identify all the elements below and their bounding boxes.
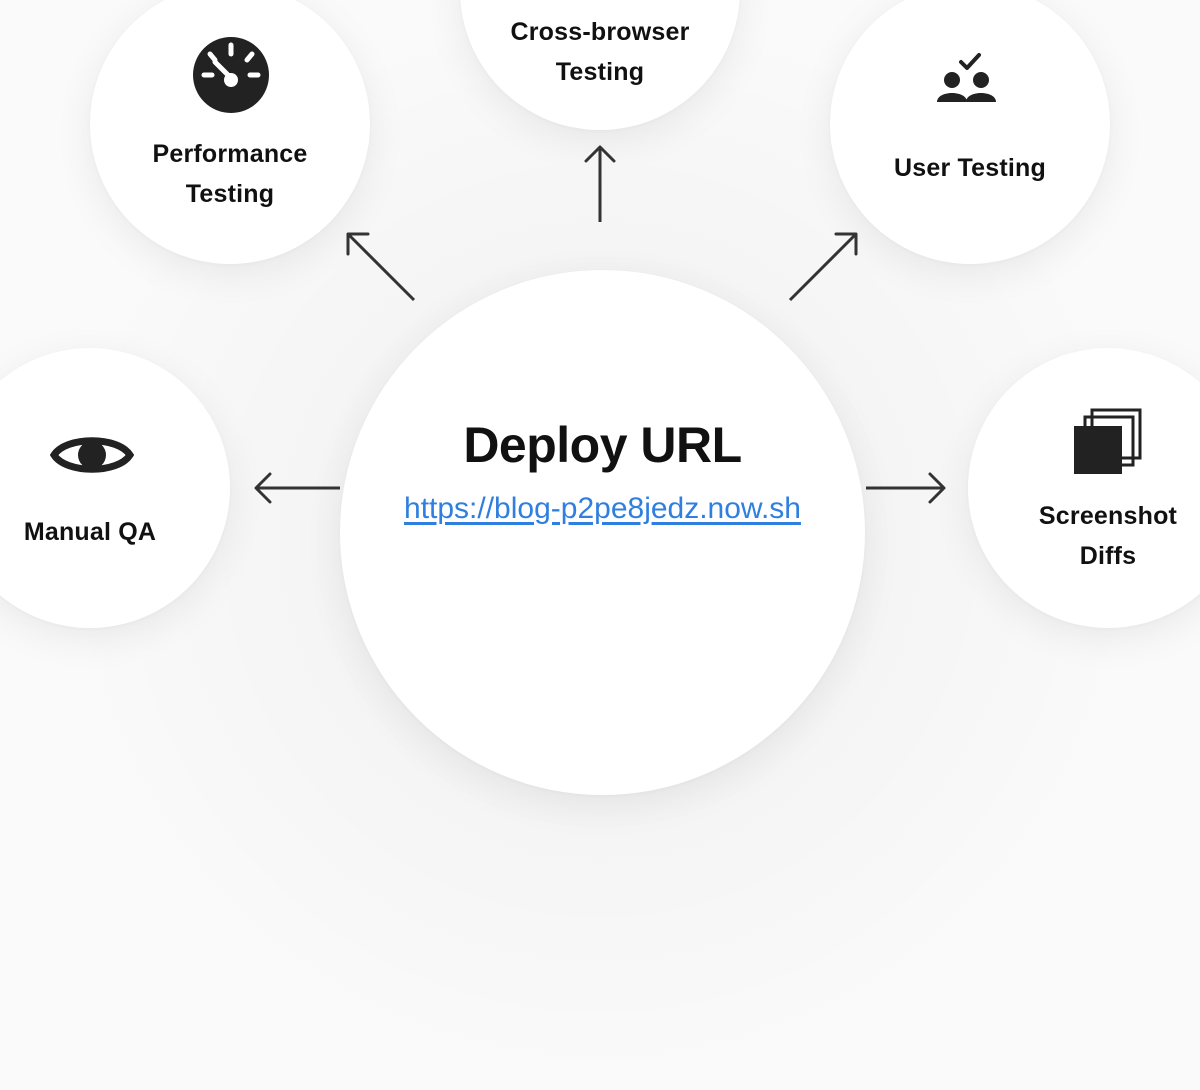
node-label-cross-browser: Cross-browser Testing [510, 18, 690, 86]
arrow-to-performance [346, 232, 416, 302]
users-check-icon [937, 53, 996, 102]
stacked-squares-icon [1074, 408, 1142, 474]
speedometer-icon [193, 37, 269, 113]
arrow-to-user-testing [788, 232, 858, 302]
node-label-manual-qa: Manual QA [23, 518, 157, 546]
node-performance-testing: Performance Testing [90, 0, 370, 264]
node-user-testing: User Testing [830, 0, 1110, 264]
eye-icon [50, 437, 134, 473]
deploy-url-title: Deploy URL [463, 417, 742, 473]
connector-arrows [254, 145, 946, 504]
node-manual-qa: Manual QA [0, 348, 230, 628]
node-screenshot-diffs: Screenshot Diffs [968, 348, 1200, 628]
node-deploy-url: Deploy URL https://blog-p2pe8jedz.now.sh [340, 270, 865, 795]
node-label-screenshot-diffs: Screenshot Diffs [1038, 502, 1178, 570]
node-label-user-testing: User Testing [894, 154, 1046, 182]
deploy-url-link[interactable]: https://blog-p2pe8jedz.now.sh [404, 492, 801, 525]
node-label-performance: Performance Testing [152, 140, 308, 208]
